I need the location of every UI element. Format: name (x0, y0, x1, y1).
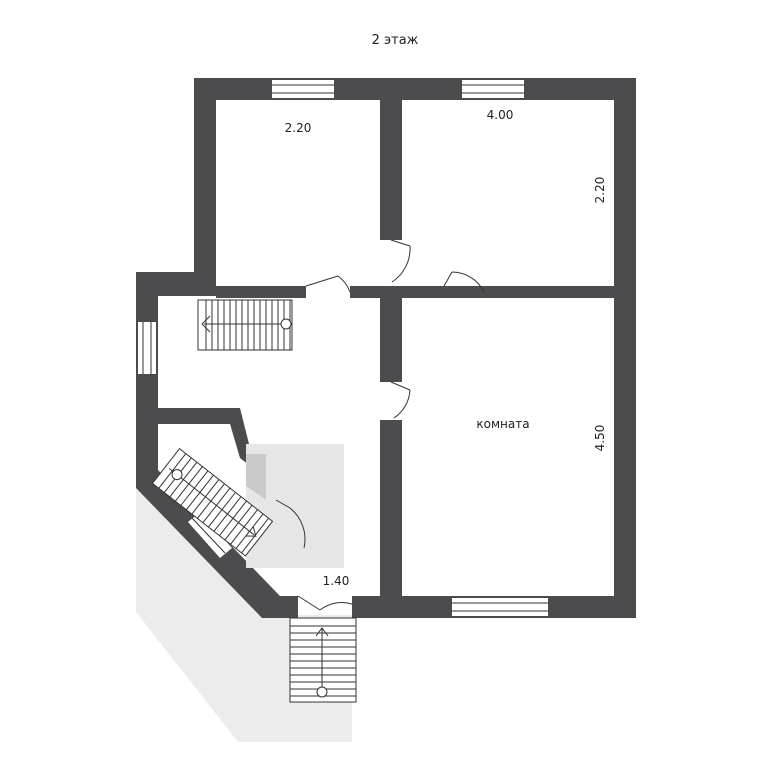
plan-title: 2 этаж (372, 33, 419, 48)
hall-wall-shadow (246, 454, 266, 500)
staircase-diagonal (151, 447, 274, 557)
stair-tread (241, 517, 269, 554)
door-stair-landing (275, 499, 306, 549)
door-room-tr (443, 271, 485, 293)
window-top-right (462, 80, 524, 98)
wall-right (614, 78, 636, 618)
room-tr-width-label: 4.00 (487, 108, 514, 122)
staircase-upper (197, 299, 293, 351)
wall-vertical-upper (380, 100, 402, 240)
door-entrance (297, 595, 353, 611)
staircase-entrance (289, 617, 357, 703)
wall-vertical-lower (380, 420, 402, 618)
wall-top (194, 78, 636, 100)
window-top-left (272, 80, 334, 98)
wall-vertical-mid (380, 286, 402, 382)
door-room-br (390, 381, 411, 419)
windows (138, 80, 548, 616)
window-bottom (452, 598, 548, 616)
wall-horizontal-mid-left (216, 286, 306, 298)
interior-walls (158, 100, 614, 618)
wall-horizontal-mid (350, 286, 614, 298)
wall-left-top (194, 78, 216, 296)
doors (275, 239, 485, 611)
hall-zone (246, 444, 344, 568)
wall-stair-enclosure (158, 408, 288, 560)
door-upper-vertical (390, 239, 411, 283)
room-tr-depth-label: 2.20 (593, 177, 607, 204)
door-room-tl (305, 275, 351, 293)
room-br-depth-label: 4.50 (593, 425, 607, 452)
room-br-name-label: комната (476, 417, 529, 431)
window-left (138, 322, 156, 374)
outer-walls (136, 78, 636, 618)
window-diagonal (188, 512, 232, 558)
entrance-width-label: 1.40 (323, 574, 350, 588)
room-tl-width-label: 2.20 (285, 121, 312, 135)
